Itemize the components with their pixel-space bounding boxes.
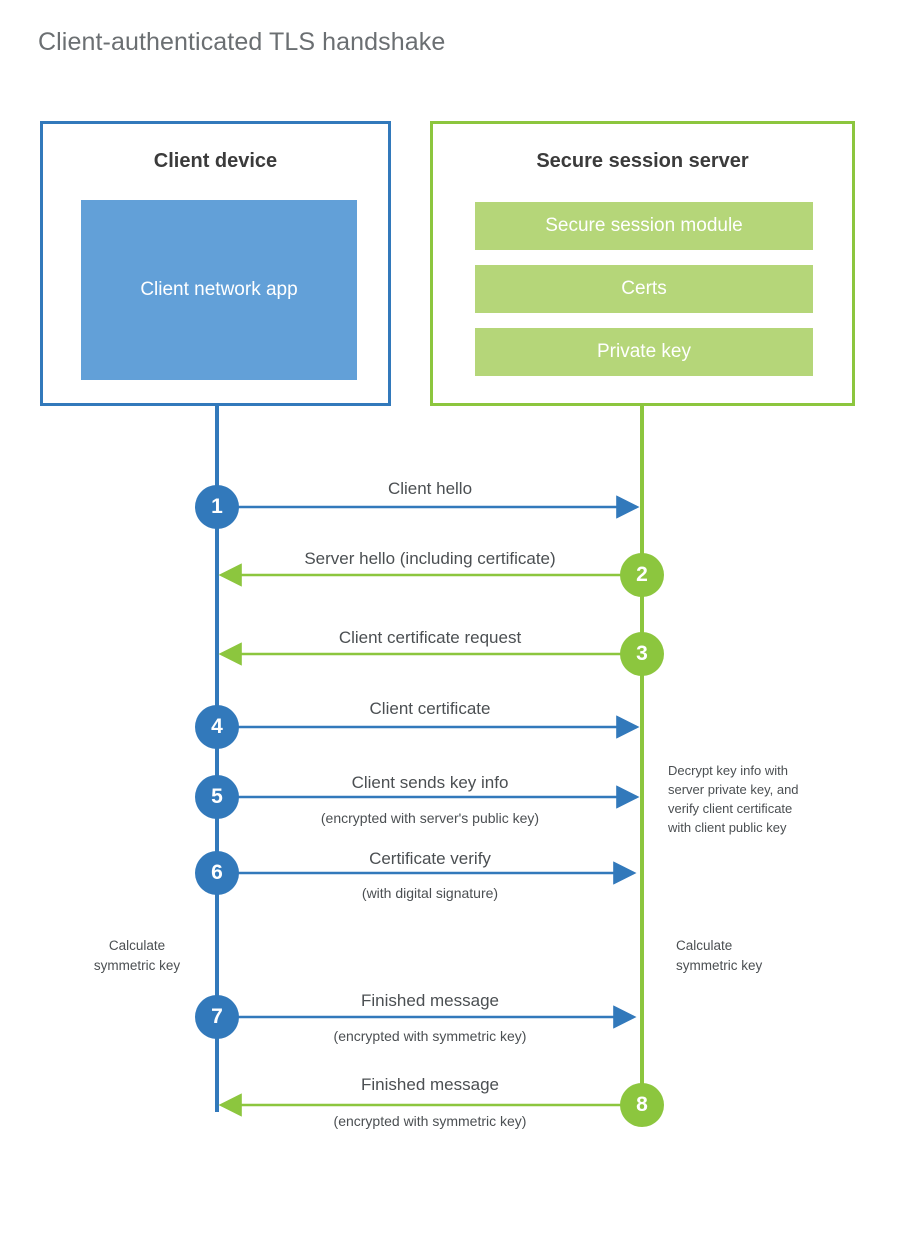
step-marker-6[interactable]: 6	[195, 851, 239, 895]
step-marker-7[interactable]: 7	[195, 995, 239, 1039]
server-calculate-symmetric-key-note: Calculate symmetric key	[676, 936, 836, 975]
message-label-6: Certificate verify	[369, 849, 491, 868]
client-calculate-symmetric-key-note: Calculate symmetric key	[62, 936, 212, 975]
server-calc-note-line-2: symmetric key	[676, 957, 763, 973]
message-label-5: Client sends key info	[351, 773, 509, 792]
server-decrypt-note: Decrypt key info with server private key…	[668, 762, 848, 837]
message-label-3: Client certificate request	[338, 628, 522, 647]
private-key-block: Private key	[475, 328, 813, 376]
message-sublabel-8: (encrypted with symmetric key)	[333, 1113, 527, 1129]
message-label-1: Client hello	[387, 479, 473, 498]
message-label-4: Client certificate	[369, 699, 491, 718]
step-marker-3[interactable]: 3	[620, 632, 664, 676]
client-network-app-block: Client network app	[81, 200, 357, 380]
secure-session-server-title: Secure session server	[536, 150, 749, 172]
client-lifeline	[215, 406, 219, 1112]
page-title: Client-authenticated TLS handshake	[38, 28, 446, 56]
step-marker-4[interactable]: 4	[195, 705, 239, 749]
server-decrypt-note-line-1: Decrypt key info with	[668, 763, 788, 778]
step-marker-1[interactable]: 1	[195, 485, 239, 529]
step-marker-8[interactable]: 8	[620, 1083, 664, 1127]
client-device-box: Client device Client network app	[40, 121, 391, 406]
message-label-7: Finished message	[361, 991, 499, 1010]
secure-session-module-block: Secure session module	[475, 202, 813, 250]
step-marker-5[interactable]: 5	[195, 775, 239, 819]
message-sublabel-7: (encrypted with symmetric key)	[333, 1028, 527, 1044]
message-sublabel-5: (encrypted with server's public key)	[320, 810, 540, 826]
client-calc-note-line-1: Calculate	[108, 938, 166, 953]
message-label-2: Server hello (including certificate)	[304, 549, 556, 568]
server-calc-note-line-1: Calculate	[676, 938, 733, 953]
message-sublabel-6: (with digital signature)	[361, 885, 499, 901]
server-decrypt-note-line-3: verify client certificate	[668, 800, 793, 816]
message-label-8: Finished message	[361, 1075, 499, 1094]
server-decrypt-note-line-2: server private key, and	[668, 781, 799, 797]
secure-session-server-box: Secure session server Secure session mod…	[430, 121, 855, 406]
server-lifeline	[640, 406, 644, 1106]
server-decrypt-note-line-4: with client public key	[668, 819, 787, 835]
client-calc-note-line-2: symmetric key	[93, 957, 181, 973]
step-marker-2[interactable]: 2	[620, 553, 664, 597]
certs-block: Certs	[475, 265, 813, 313]
client-device-title: Client device	[153, 150, 278, 172]
